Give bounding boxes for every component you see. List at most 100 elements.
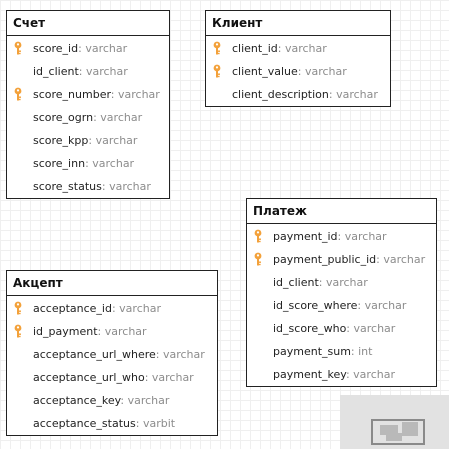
attribute-type: varchar (344, 230, 387, 243)
attribute-separator: : (120, 394, 128, 407)
minimap-viewport[interactable] (371, 419, 425, 445)
attribute-name: id_score_who (273, 322, 347, 335)
attribute-name: client_id (232, 42, 278, 55)
attribute-type: varchar (304, 65, 347, 78)
attribute-name: id_client (273, 276, 319, 289)
attribute-type: varchar (104, 325, 147, 338)
attribute-type: varchar (95, 134, 138, 147)
attribute-row[interactable]: client_value: varchar (206, 60, 390, 83)
attribute-type: varbit (142, 417, 176, 430)
attribute-row[interactable]: id_score_who: varchar (247, 317, 436, 340)
attribute-row[interactable]: client_id: varchar (206, 37, 390, 60)
attribute-name: score_inn (33, 157, 86, 170)
attribute-type: int (358, 345, 373, 358)
attribute-row[interactable]: acceptance_url_where: varchar (7, 343, 217, 366)
attribute-type: varchar (127, 394, 170, 407)
attribute-row[interactable]: acceptance_status: varbit (7, 412, 217, 435)
attribute-name: acceptance_key (33, 394, 121, 407)
attribute-row[interactable]: acceptance_url_who: varchar (7, 366, 217, 389)
attribute-name: acceptance_url_where (33, 348, 156, 361)
attribute-name: acceptance_status (33, 417, 136, 430)
attribute-separator: : (88, 134, 96, 147)
attribute-separator: : (345, 368, 354, 381)
attribute-type: varchar (151, 371, 194, 384)
key-icon (213, 64, 221, 78)
attribute-row[interactable]: id_payment: varchar (7, 320, 217, 343)
key-icon (213, 41, 221, 55)
attribute-row[interactable]: score_ogrn: varchar (7, 106, 169, 129)
attribute-row[interactable]: score_inn: varchar (7, 152, 169, 175)
attribute-type: varchar (118, 88, 160, 101)
key-icon (14, 324, 22, 338)
attribute-row[interactable]: score_status: varchar (7, 175, 169, 198)
attribute-type: varchar (85, 65, 128, 78)
attribute-type: varchar (85, 42, 128, 55)
attribute-row[interactable]: acceptance_key: varchar (7, 389, 217, 412)
attribute-separator: : (376, 253, 384, 266)
attribute-name: payment_key (273, 368, 346, 381)
minimap[interactable] (340, 395, 449, 449)
attribute-separator: : (97, 325, 105, 338)
attribute-name: id_score_where (273, 299, 358, 312)
attribute-separator: : (93, 111, 101, 124)
attribute-row[interactable]: id_client: varchar (7, 60, 169, 83)
attribute-type: varchar (100, 111, 143, 124)
attribute-type: varchar (383, 253, 426, 266)
entity-title: Клиент (206, 11, 390, 36)
minimap-shape (402, 422, 418, 436)
attribute-row[interactable]: client_description: varchar (206, 83, 390, 106)
attribute-row[interactable]: score_number: varchar (7, 83, 169, 106)
attribute-separator: : (144, 371, 152, 384)
attribute-type: varchar (119, 302, 161, 315)
attribute-separator: : (111, 302, 120, 315)
minimap-shape (386, 433, 402, 441)
attribute-type: varchar (364, 299, 407, 312)
attribute-row[interactable]: score_kpp: varchar (7, 129, 169, 152)
attribute-name: client_value (232, 65, 298, 78)
attribute-name: score_id (33, 42, 79, 55)
attribute-type: varchar (336, 88, 378, 101)
attribute-row[interactable]: id_client: varchar (247, 271, 436, 294)
attribute-separator: : (346, 322, 354, 335)
attribute-separator: : (350, 345, 359, 358)
key-icon (254, 252, 262, 266)
entity-title: Счет (7, 11, 169, 36)
key-icon (14, 301, 22, 315)
attribute-separator: : (78, 42, 86, 55)
attribute-row[interactable]: id_score_where: varchar (247, 294, 436, 317)
attribute-name: client_description (232, 88, 329, 101)
attribute-row[interactable]: score_id: varchar (7, 37, 169, 60)
entity-title: Акцепт (7, 271, 217, 296)
attribute-type: varchar (109, 180, 151, 193)
attribute-name: id_client (33, 65, 79, 78)
attribute-separator: : (155, 348, 163, 361)
attribute-separator: : (337, 230, 345, 243)
attribute-separator: : (328, 88, 337, 101)
attribute-name: acceptance_url_who (33, 371, 145, 384)
key-icon (254, 229, 262, 243)
attribute-type: varchar (162, 348, 205, 361)
attribute-type: varchar (92, 157, 135, 170)
attribute-separator: : (78, 65, 86, 78)
attribute-type: varchar (353, 322, 396, 335)
attribute-separator: : (277, 42, 285, 55)
attribute-row[interactable]: payment_sum: int (247, 340, 436, 363)
attribute-separator: : (101, 180, 110, 193)
attribute-name: payment_sum (273, 345, 351, 358)
attribute-type: varchar (353, 368, 395, 381)
attribute-row[interactable]: payment_id: varchar (247, 225, 436, 248)
attribute-row[interactable]: payment_key: varchar (247, 363, 436, 386)
attribute-name: score_ogrn (33, 111, 94, 124)
attribute-name: score_number (33, 88, 111, 101)
attribute-row[interactable]: payment_public_id: varchar (247, 248, 436, 271)
attribute-row[interactable]: acceptance_id: varchar (7, 297, 217, 320)
attribute-separator: : (357, 299, 365, 312)
